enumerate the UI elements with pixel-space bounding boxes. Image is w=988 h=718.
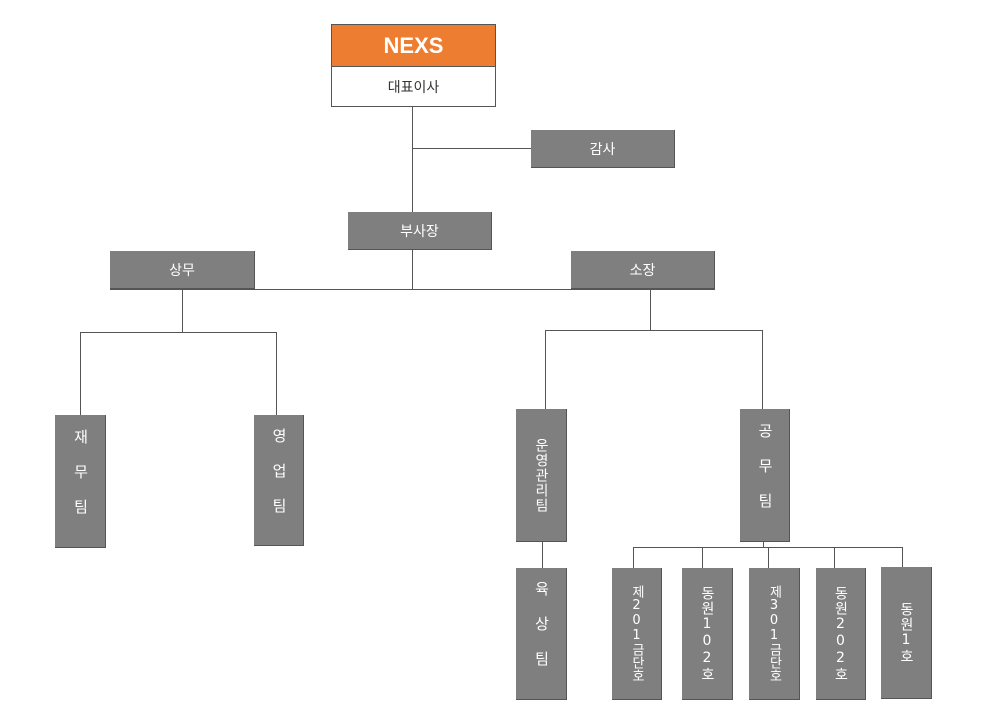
- connector-md-bus: [80, 332, 277, 333]
- sales-team-box: 영업팀: [254, 415, 304, 546]
- operations-team-box: 운영관리팀: [516, 409, 567, 542]
- operations-team-label: 운영관리팀: [533, 437, 549, 513]
- vp-box: 부사장: [348, 212, 492, 250]
- managing-director-box: 상무: [110, 251, 255, 289]
- vessel-label: 동원202호: [832, 585, 849, 682]
- vessel-label: 동원1호: [898, 601, 914, 664]
- finance-team-box: 재무팀: [55, 415, 106, 548]
- company-name: NEXS: [331, 24, 496, 66]
- vessel-box: 제201금단호: [612, 568, 662, 700]
- vessel-box: 제301금단호: [749, 568, 800, 700]
- connector-vessel-3: [768, 547, 769, 569]
- land-team-box: 육상팀: [516, 568, 567, 700]
- connector-vessel-2: [702, 547, 703, 569]
- engineering-team-label: 공무팀: [756, 422, 774, 528]
- connector-sales: [276, 332, 277, 416]
- connector-main-bus: [110, 289, 715, 290]
- connector-finance: [80, 332, 81, 416]
- connector-engineering: [762, 330, 763, 410]
- connector-vessel-4: [834, 547, 835, 569]
- vessel-label: 제201금단호: [629, 585, 644, 682]
- ceo-box: 대표이사: [331, 66, 496, 107]
- connector-site-down: [650, 289, 651, 330]
- vessel-label: 제301금단호: [766, 585, 782, 682]
- connector-operations: [545, 330, 546, 410]
- vessel-box: 동원202호: [816, 568, 866, 700]
- connector-eng-down: [763, 541, 764, 548]
- connector-auditor: [412, 148, 532, 149]
- connector-ops-land: [542, 541, 543, 569]
- engineering-team-box: 공무팀: [740, 409, 790, 542]
- connector-vessel-5: [902, 547, 903, 569]
- vessel-label: 동원102호: [699, 585, 715, 682]
- land-team-label: 육상팀: [532, 581, 551, 686]
- finance-team-label: 재무팀: [71, 428, 90, 534]
- connector-vp-bus: [412, 249, 413, 289]
- vessel-box: 동원102호: [682, 568, 733, 700]
- vessel-box: 동원1호: [881, 567, 932, 699]
- sales-team-label: 영업팀: [270, 427, 288, 533]
- connector-vessel-1: [633, 547, 634, 569]
- connector-site-bus: [545, 330, 763, 331]
- connector-md-down: [182, 289, 183, 332]
- site-director-box: 소장: [571, 251, 715, 289]
- connector-ceo-vp: [412, 107, 413, 213]
- auditor-box: 감사: [531, 130, 675, 168]
